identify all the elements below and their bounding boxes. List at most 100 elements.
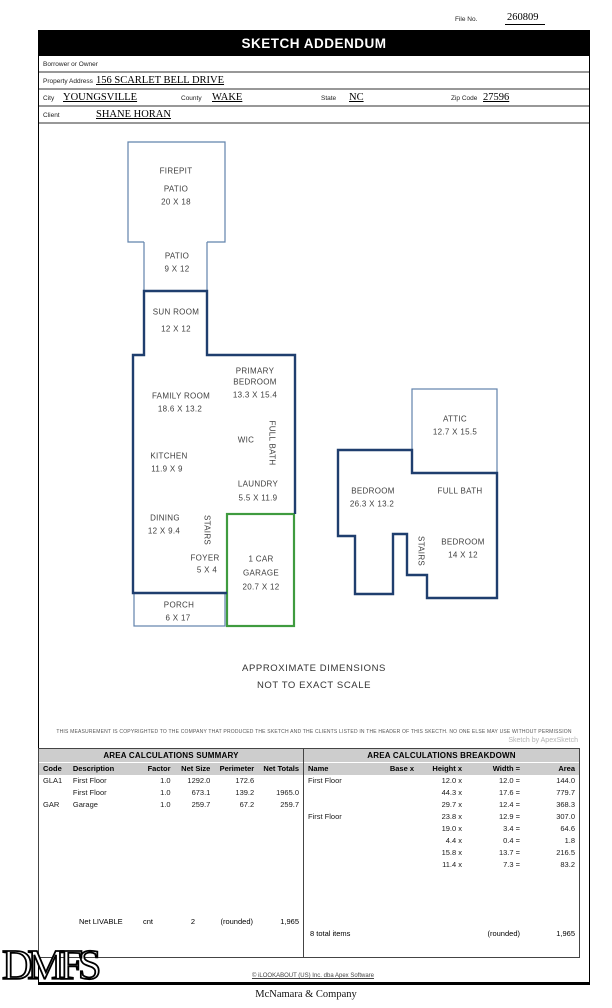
- breakdown-table: AREA CALCULATIONS BREAKDOWN Name Base x …: [304, 749, 579, 957]
- table-cell: 368.3: [556, 800, 575, 809]
- cnt-label: cnt: [143, 917, 154, 926]
- room-label: 1 CAR: [248, 554, 274, 564]
- table-cell: GAR: [43, 800, 60, 809]
- table-cell: [374, 799, 414, 811]
- property-address-value: 156 SCARLET BELL DRIVE: [96, 75, 225, 86]
- city-label: City: [43, 95, 55, 102]
- dmfs-logo: DMFS: [1, 942, 102, 990]
- table-cell: [374, 835, 414, 847]
- col-net-totals: Net Totals: [263, 764, 300, 773]
- approx-dimensions-note: APPROXIMATE DIMENSIONS: [242, 663, 386, 674]
- room-label: 13.3 X 15.4: [232, 390, 278, 400]
- table-cell: [308, 799, 374, 811]
- measurement-copyright-note: THIS MEASUREMENT IS COPYRIGHTED TO THE C…: [56, 729, 572, 735]
- table-cell: 1292.0: [187, 776, 211, 785]
- rounded-label: (rounded): [220, 917, 253, 926]
- table-cell: 83.2: [560, 860, 575, 869]
- client-label: Client: [43, 112, 60, 119]
- table-cell: 17.6 =: [498, 788, 520, 797]
- room-label: ATTIC: [442, 414, 468, 424]
- client-value: SHANE HORAN: [96, 109, 171, 120]
- table-cell: 259.7: [280, 800, 300, 809]
- county-label: County: [181, 95, 202, 102]
- sketch-by-credit: Sketch by ApexSketch: [508, 737, 578, 744]
- table-cell: 779.7: [556, 788, 575, 797]
- table-cell: First Floor: [308, 776, 342, 785]
- table-cell: 4.4 x: [445, 836, 462, 845]
- col-perimeter: Perimeter: [219, 764, 255, 773]
- room-label: BEDROOM: [351, 486, 395, 496]
- table-cell: 1.0: [160, 800, 171, 809]
- table-cell: 64.6: [560, 824, 575, 833]
- table-cell: [254, 775, 299, 787]
- room-label: STAIRS: [416, 535, 426, 567]
- room-label: 6 X 17: [165, 613, 191, 623]
- room-label: 5.5 X 11.9: [238, 493, 278, 503]
- room-label: PATIO: [163, 184, 189, 194]
- room-label: FAMILY ROOM: [151, 391, 211, 401]
- room-label: 11.9 X 9: [151, 464, 183, 474]
- table-cell: 12.4 =: [498, 800, 520, 809]
- table-cell: [374, 775, 414, 787]
- table-cell: 307.0: [556, 812, 575, 821]
- col-net-size: Net Size: [181, 764, 211, 773]
- zip-label: Zip Code: [451, 95, 478, 102]
- file-no-value: 260809: [505, 12, 545, 25]
- table-cell: Garage: [72, 800, 98, 809]
- page-title: SKETCH ADDENDUM: [241, 35, 387, 51]
- table-cell: 172.6: [235, 776, 255, 785]
- not-to-scale-note: NOT TO EXACT SCALE: [256, 680, 372, 691]
- table-cell: 23.8 x: [441, 812, 462, 821]
- table-cell: First Floor: [72, 776, 107, 785]
- table-cell: 1.0: [160, 776, 171, 785]
- col-base: Base x: [389, 764, 414, 773]
- summary-table-footer: Net LIVABLE cnt 2 (rounded) 1,965: [43, 917, 299, 926]
- summary-table-header: Code Description Factor Net Size Perimet…: [39, 763, 303, 775]
- room-label: PORCH: [163, 600, 195, 610]
- table-cell: 15.8 x: [441, 848, 462, 857]
- room-label: 20 X 18: [161, 197, 191, 207]
- total-items-label: 8 total items: [310, 929, 351, 938]
- cnt-value: 2: [190, 917, 195, 926]
- room-label: 12 X 12: [161, 324, 191, 334]
- room-label: 9 X 12: [164, 264, 190, 274]
- room-label: STAIRS: [202, 514, 212, 546]
- table-cell: 673.1: [191, 788, 211, 797]
- table-cell: 259.7: [191, 800, 211, 809]
- room-label: DINING: [150, 513, 180, 523]
- zip-value: 27596: [483, 92, 510, 103]
- room-label: FULL BATH: [437, 486, 483, 496]
- table-cell: First Floor: [308, 812, 342, 821]
- company-name: McNamara & Company: [255, 989, 357, 1000]
- room-label: 20.7 X 12: [242, 582, 280, 592]
- room-label: 12 X 9.4: [147, 526, 181, 536]
- col-area: Area: [558, 764, 575, 773]
- property-address-label: Property Address: [43, 78, 93, 85]
- state-value: NC: [349, 92, 364, 103]
- borrower-row: Borrower or Owner: [39, 57, 589, 73]
- table-cell: [374, 859, 414, 871]
- net-livable-total: 1,965: [280, 917, 299, 926]
- area-calculations-section: AREA CALCULATIONS SUMMARY Code Descripti…: [38, 748, 580, 958]
- col-code: Code: [43, 764, 62, 773]
- table-cell: [308, 787, 374, 799]
- room-label: GARAGE: [242, 568, 280, 578]
- table-cell: 1.0: [160, 788, 171, 797]
- col-width: Width =: [492, 764, 520, 773]
- room-label: FIREPIT: [159, 166, 193, 176]
- room-label: BEDROOM: [233, 377, 277, 387]
- room-label: 26.3 X 13.2: [349, 499, 395, 509]
- table-cell: 1.8: [564, 836, 575, 845]
- table-cell: 139.2: [235, 788, 255, 797]
- title-bar: SKETCH ADDENDUM: [38, 30, 590, 56]
